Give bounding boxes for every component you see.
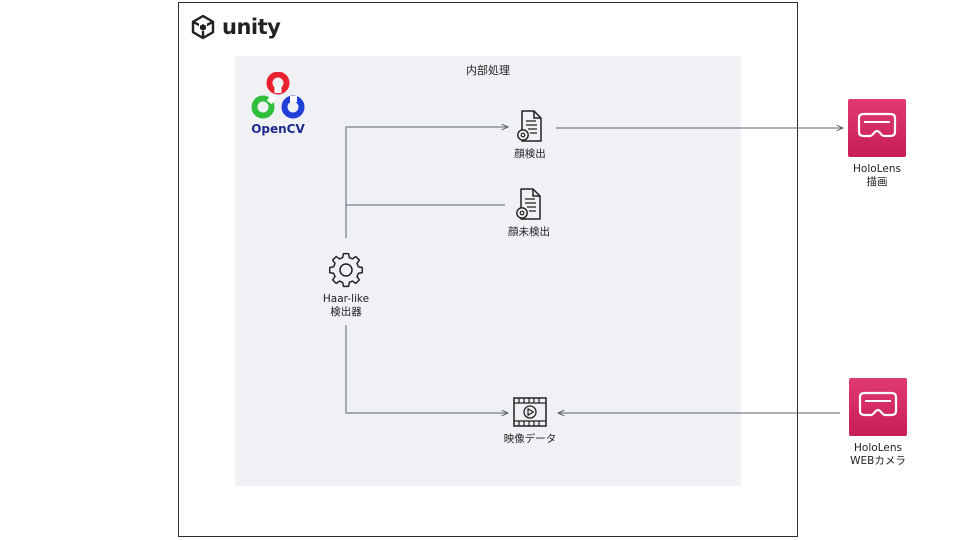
unity-label: unity [222,15,281,39]
hololens-camera-node: HoloLens WEBカメラ [840,378,916,468]
video-data-node: 映像データ [497,396,563,446]
unity-frame [178,2,798,537]
hololens-draw-node: HoloLens 描画 [842,99,912,189]
vr-headset-icon [857,112,897,137]
hololens-draw-icon-box [848,99,906,157]
opencv-label: OpenCV [251,122,305,136]
haar-like-label-line2: 検出器 [330,306,362,318]
face-detected-label: 顔検出 [514,148,546,160]
hololens-draw-label-line1: HoloLens [853,163,901,175]
face-not-detected-label: 顔未検出 [508,226,550,238]
video-frame-icon [513,397,547,427]
hololens-draw-label-line2: 描画 [866,176,888,188]
haar-to-video-data-line [345,325,508,413]
haar-like-label-line1: Haar-like [322,293,370,305]
opencv-logo: OpenCV [248,71,308,136]
hololens-camera-icon-box [849,378,907,436]
face-not-detected-node: 顔未検出 [497,187,561,239]
video-data-label: 映像データ [503,433,557,445]
face-detected-node: 顔検出 [500,109,560,161]
unity-logo-icon [191,14,215,40]
vr-headset-icon [858,391,898,416]
document-gear-icon [516,188,541,220]
hololens-camera-label-line1: HoloLens [854,442,902,454]
gear-icon [328,252,364,288]
unity-logo: unity [190,14,281,40]
document-gear-icon [517,110,542,142]
internal-processing-title: 内部処理 [466,64,510,77]
opencv-logo-icon [251,71,305,119]
hololens-camera-label-line2: WEBカメラ [850,455,906,467]
haar-to-face-detected-line [345,127,508,238]
haar-like-detector-node: Haar-like 検出器 [310,252,382,319]
